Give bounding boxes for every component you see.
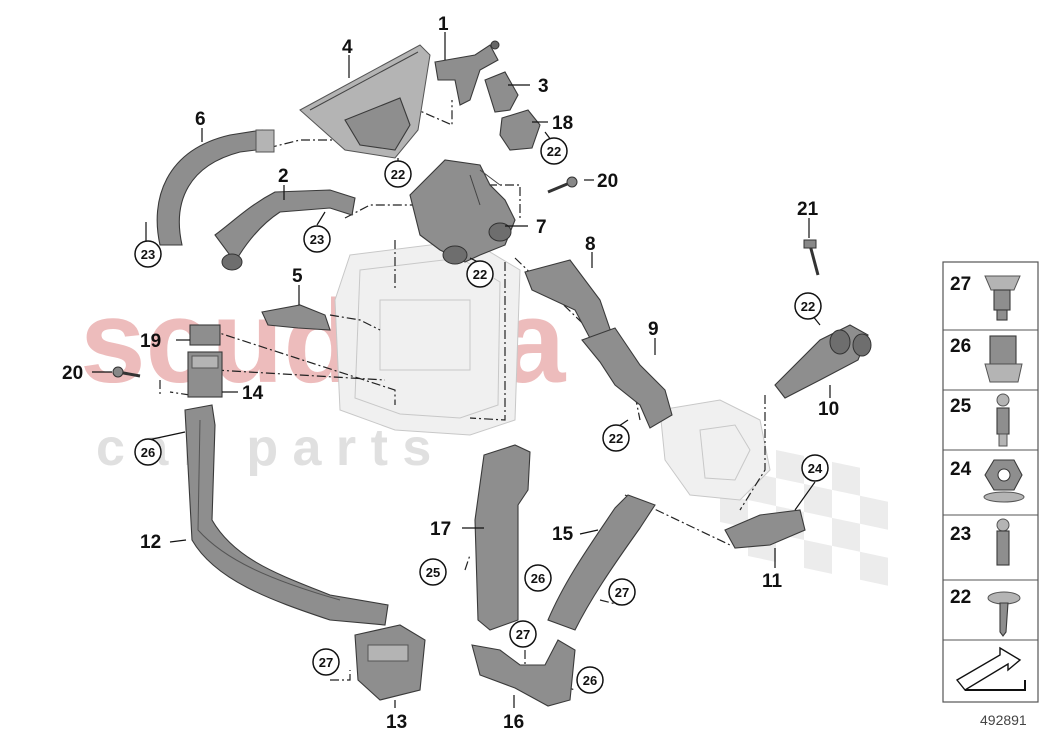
hvac-housing-ghost xyxy=(334,239,771,501)
part-17-vertical-duct xyxy=(474,444,531,631)
part-19-seal xyxy=(189,324,221,346)
part-10-side-nozzle xyxy=(774,324,872,399)
leader-lines xyxy=(92,32,831,708)
orientation-arrow-icon xyxy=(955,646,1026,691)
callout-4: 4 xyxy=(342,37,353,58)
part-16-lower-connector xyxy=(471,639,576,707)
ref-22-c: 22 xyxy=(466,260,494,288)
callout-13: 13 xyxy=(386,712,407,733)
part-7-air-distribution-housing xyxy=(409,159,516,265)
svg-text:23: 23 xyxy=(141,247,155,262)
ref-23-b: 23 xyxy=(303,225,331,253)
callout-17: 17 xyxy=(430,519,451,540)
callout-15: 15 xyxy=(552,524,574,545)
callout-3: 3 xyxy=(538,76,549,97)
part-11-mount xyxy=(724,509,806,549)
svg-text:24: 24 xyxy=(808,461,823,476)
part-1-bracket xyxy=(434,40,500,106)
ref-22-d: 22 xyxy=(794,292,822,320)
ref-26-c: 26 xyxy=(576,666,604,694)
callout-7: 7 xyxy=(536,217,547,238)
callout-12: 12 xyxy=(140,532,161,553)
callout-20-right: 20 xyxy=(597,171,618,192)
ref-27-a: 27 xyxy=(608,578,636,606)
svg-text:27: 27 xyxy=(950,274,971,295)
fastener-legend: 27 26 25 24 2 xyxy=(942,261,1039,703)
ref-25: 25 xyxy=(419,558,447,586)
part-9-rear-duct-lower xyxy=(581,327,673,429)
callout-6: 6 xyxy=(195,109,206,130)
part-6-curved-duct xyxy=(156,129,275,246)
svg-text:25: 25 xyxy=(426,565,440,580)
svg-text:25: 25 xyxy=(950,396,972,417)
part-5-adapter xyxy=(261,304,331,331)
legend-item-25: 25 xyxy=(950,393,1010,447)
part-15-rear-floor-duct xyxy=(547,494,656,631)
legend-item-26: 26 xyxy=(950,335,1023,383)
ref-22-a: 22 xyxy=(384,160,412,188)
callout-10: 10 xyxy=(818,399,839,420)
ref-27-c: 27 xyxy=(312,648,340,676)
callout-numbers: 1 2 3 4 5 6 7 8 9 10 11 12 13 14 15 16 1… xyxy=(62,14,839,733)
svg-text:27: 27 xyxy=(516,627,530,642)
part-2-duct xyxy=(214,189,356,271)
svg-text:23: 23 xyxy=(310,232,324,247)
part-4-upper-duct-cover xyxy=(299,44,431,159)
svg-text:24: 24 xyxy=(950,459,972,480)
ref-24: 24 xyxy=(801,454,829,482)
ref-26-b: 26 xyxy=(524,564,552,592)
svg-text:26: 26 xyxy=(950,336,971,357)
part-13-outlet-box xyxy=(354,624,426,701)
part-20-screw-left xyxy=(112,366,141,378)
ref-27-b: 27 xyxy=(509,620,537,648)
callout-16: 16 xyxy=(503,712,524,733)
part-20-screw-right xyxy=(547,176,578,194)
callout-21: 21 xyxy=(797,199,819,220)
part-12-floor-duct xyxy=(184,404,389,626)
legend-item-23: 23 xyxy=(950,518,1010,566)
circled-references: 22 22 22 22 22 22 22 23 23 24 25 26 26 2… xyxy=(134,137,829,694)
svg-text:22: 22 xyxy=(609,431,623,446)
part-14-foam-pad xyxy=(187,351,223,398)
diagram-id: 492891 xyxy=(980,712,1027,728)
svg-text:22: 22 xyxy=(950,587,971,608)
svg-text:26: 26 xyxy=(583,673,597,688)
callout-19: 19 xyxy=(140,331,161,352)
ref-22-b: 22 xyxy=(540,137,568,165)
svg-text:27: 27 xyxy=(615,585,629,600)
callout-14: 14 xyxy=(242,383,264,404)
legend-item-24: 24 xyxy=(950,459,1025,503)
svg-text:22: 22 xyxy=(801,299,815,314)
part-18-sleeve xyxy=(499,109,548,151)
callout-18: 18 xyxy=(552,113,573,134)
callout-2: 2 xyxy=(278,166,289,187)
callout-1: 1 xyxy=(438,14,449,35)
callout-8: 8 xyxy=(585,234,596,255)
callout-20-left: 20 xyxy=(62,363,83,384)
ref-26-a: 26 xyxy=(134,438,162,466)
part-3-nozzle xyxy=(484,71,519,113)
ref-23-a: 23 xyxy=(134,240,162,268)
legend-item-27: 27 xyxy=(950,274,1021,321)
ref-22-e: 22 xyxy=(602,424,630,452)
part-21-clip xyxy=(803,239,820,276)
callout-5: 5 xyxy=(292,266,303,287)
svg-text:26: 26 xyxy=(141,445,155,460)
svg-text:22: 22 xyxy=(473,267,487,282)
svg-text:22: 22 xyxy=(547,144,561,159)
svg-text:27: 27 xyxy=(319,655,333,670)
svg-text:26: 26 xyxy=(531,571,545,586)
legend-item-22: 22 xyxy=(950,587,1021,637)
callout-9: 9 xyxy=(648,319,659,340)
svg-text:22: 22 xyxy=(391,167,405,182)
svg-text:23: 23 xyxy=(950,524,971,545)
callout-11: 11 xyxy=(762,571,783,592)
